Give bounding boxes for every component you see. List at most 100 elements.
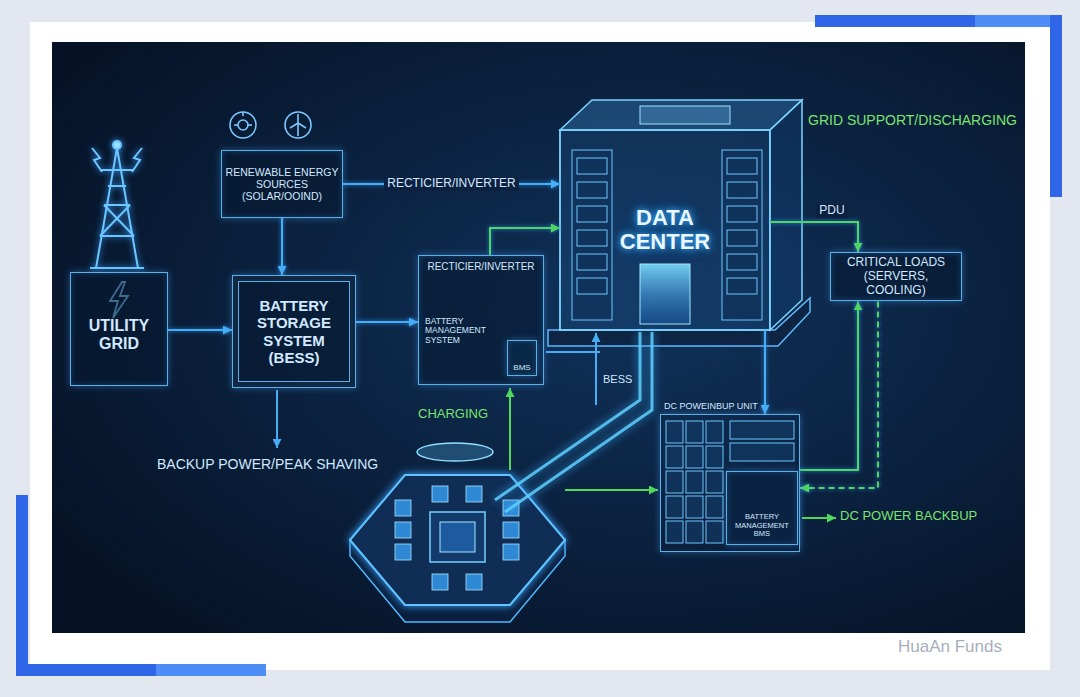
- converter-box: RECTICIER/INVERTERBATTERY MANAGEMENT SYS…: [418, 255, 544, 385]
- energy-beam: [505, 332, 652, 512]
- flow-label: BESS: [603, 373, 632, 386]
- accent-bar: [16, 664, 156, 676]
- turbine-blade: [290, 123, 298, 128]
- battery-cell: [432, 486, 448, 502]
- flow-label: BACKUP POWER/PEAK SHAVING: [157, 456, 378, 472]
- spark-symbol: [132, 148, 142, 172]
- label-anchor: BACKUP POWER/PEAK SHAVING: [157, 456, 378, 472]
- unit-cell: [730, 443, 794, 461]
- accent-bar: [975, 15, 1062, 27]
- label-anchor: GRID SUPPORT/DISCHARGING: [808, 112, 1017, 128]
- unit-cell: [706, 471, 723, 493]
- rack-slot: [577, 158, 607, 174]
- wind-icon: [285, 112, 311, 138]
- battery-cells: [395, 486, 519, 590]
- battery-cell: [432, 574, 448, 590]
- accent-bar: [815, 15, 975, 27]
- flow-label: CHARGING: [418, 407, 488, 422]
- bms-box: BATTERY MANAGEMENT BMS: [726, 471, 798, 545]
- rack-slot: [727, 182, 757, 198]
- tower-brace: [100, 235, 134, 237]
- flow-label: GRID SUPPORT/DISCHARGING: [808, 112, 1017, 128]
- battery-hub-art: [350, 443, 565, 622]
- connector-group: [168, 184, 878, 488]
- rack-slot: [727, 158, 757, 174]
- energy-beam: [495, 332, 640, 500]
- rack-slot: [727, 254, 757, 270]
- cube-top: [560, 100, 802, 130]
- rack-slot: [577, 254, 607, 270]
- box-title: BATTERY STORAGE SYSTEM (BESS): [241, 297, 347, 366]
- turbine-blade: [297, 114, 299, 123]
- connector: [356, 321, 418, 323]
- box-title: RECTICIER/INVERTER: [427, 261, 534, 273]
- white-card: [30, 22, 1050, 670]
- loads-box: CRITICAL LOADS (SERVERS, COOLING): [830, 252, 962, 301]
- storage-box: BATTERY STORAGE SYSTEM (BESS): [232, 275, 356, 388]
- turbine-mast: [297, 123, 299, 136]
- rack-frame: [722, 150, 762, 320]
- box-title: DATA CENTER: [609, 206, 721, 254]
- cube-front: [560, 130, 770, 330]
- unit-cell: [666, 496, 683, 518]
- unit-cell: [686, 446, 703, 468]
- bms-box: BMS: [507, 340, 537, 376]
- tower-icon: [90, 141, 144, 268]
- battery-cell: [395, 544, 411, 560]
- battery-cell: [503, 522, 519, 538]
- glow-ring: [417, 443, 493, 461]
- sun-ray: [248, 124, 252, 126]
- connector: [764, 330, 766, 414]
- sun-ray: [234, 124, 238, 126]
- battery-cell: [395, 500, 411, 516]
- turbine-blade: [298, 123, 306, 128]
- battery-cell: [466, 486, 482, 502]
- connector: [490, 228, 560, 255]
- unit-cell: [730, 421, 794, 439]
- tower-brace: [104, 204, 130, 206]
- renewable-icons: [230, 112, 311, 138]
- accent-bar: [16, 495, 28, 676]
- unit-cell: [666, 421, 683, 443]
- box-title: CRITICAL LOADS (SERVERS, COOLING): [834, 256, 958, 297]
- flow-label: DC POWER BACKBUP: [840, 509, 977, 524]
- rack-slot: [577, 278, 607, 294]
- unit-cell: [686, 496, 703, 518]
- rack-frame: [572, 150, 612, 320]
- sun-icon: [230, 112, 256, 138]
- tower-brace: [104, 205, 134, 236]
- label-anchor: CHARGING: [418, 407, 488, 422]
- rack-slot: [727, 278, 757, 294]
- accent-bar: [1050, 15, 1062, 197]
- flow-arrow: [595, 333, 597, 405]
- label-anchor: HuaAn Funds: [898, 637, 1002, 657]
- backup-unit-box: DC POWEINBUP UNITBATTERY MANAGEMENT BMS: [660, 414, 800, 552]
- label-anchor: PDU: [816, 204, 847, 218]
- tower-base: [90, 267, 144, 269]
- tower-brace: [108, 185, 126, 187]
- cube-top-device: [640, 106, 730, 124]
- flow-arrow: [276, 390, 278, 448]
- tower-arm: [100, 169, 134, 171]
- unit-cell: [706, 521, 723, 543]
- server-rack: [572, 150, 612, 320]
- unit-cell: [706, 421, 723, 443]
- accent-bar: [156, 664, 266, 676]
- connector-label: PDU: [816, 204, 847, 218]
- box-title: RENEWABLE ENERGY SOURCES (SOLAR/OOIND): [222, 166, 342, 202]
- battery-cell: [466, 574, 482, 590]
- unit-cell: [686, 421, 703, 443]
- dark-ground: [52, 42, 1025, 633]
- connector: [770, 222, 858, 252]
- unit-cell: [666, 446, 683, 468]
- hub-chip-core: [440, 522, 475, 552]
- rack-slot: [577, 182, 607, 198]
- connector: [168, 329, 232, 331]
- hub-chip: [430, 512, 485, 562]
- unit-cell: [686, 471, 703, 493]
- sun-ray: [242, 112, 244, 116]
- label-anchor: DC POWER BACKBUP: [840, 509, 977, 524]
- unit-cell: [706, 446, 723, 468]
